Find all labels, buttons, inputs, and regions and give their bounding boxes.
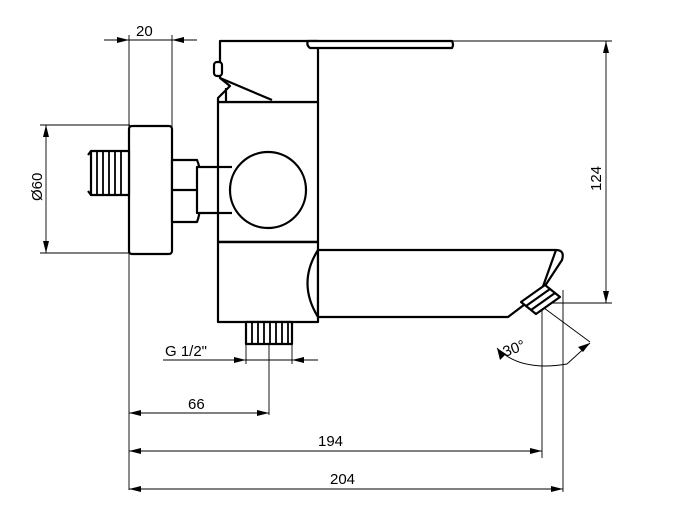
handle [212,39,455,104]
label-height: 124 [588,166,605,191]
label-angle: 30° [501,337,528,361]
diverter-knob [219,150,308,230]
label-spout-length: 194 [318,433,343,450]
inlet-thread [87,149,131,197]
label-diameter: Ø60 [29,173,46,201]
outlet-thread [244,320,294,346]
aerator [519,283,562,316]
dimension-width-top [104,37,197,43]
dimension-spout-length [129,448,542,454]
hex-nut [170,158,221,224]
extension-lines [40,35,612,492]
label-inlet-offset: 66 [188,396,205,413]
label-thread: G 1/2" [165,343,207,360]
dimension-thread [163,357,318,363]
dimension-diameter [43,125,49,253]
dimension-height [603,41,609,303]
dimension-total-length [129,486,563,492]
dimension-inlet-offset [129,410,269,416]
label-width-top: 20 [136,23,153,40]
label-total-length: 204 [330,471,355,488]
spout [306,248,564,319]
wall-flange [127,124,174,256]
dimension-angle [496,342,591,367]
